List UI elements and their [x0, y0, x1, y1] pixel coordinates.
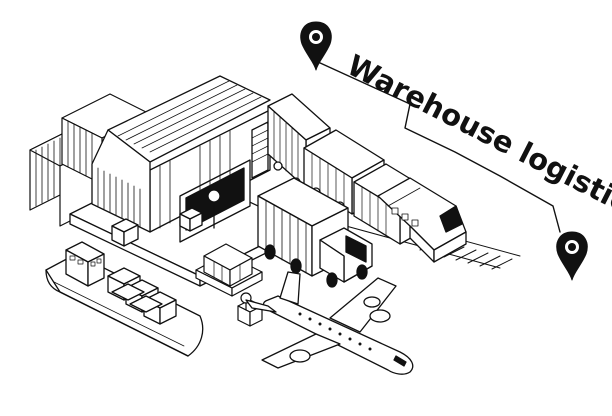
pallet-boxes-icon: [195, 243, 263, 327]
warehouse-icon: [69, 75, 301, 287]
airplane-icon: [245, 271, 414, 375]
map-pin-icon: [300, 21, 332, 71]
route-line: [317, 61, 561, 233]
freight-train-icon: [267, 93, 521, 270]
map-pin-icon: [556, 231, 588, 281]
delivery-truck-icon: [257, 177, 373, 288]
cargo-ship-icon: [45, 241, 204, 357]
